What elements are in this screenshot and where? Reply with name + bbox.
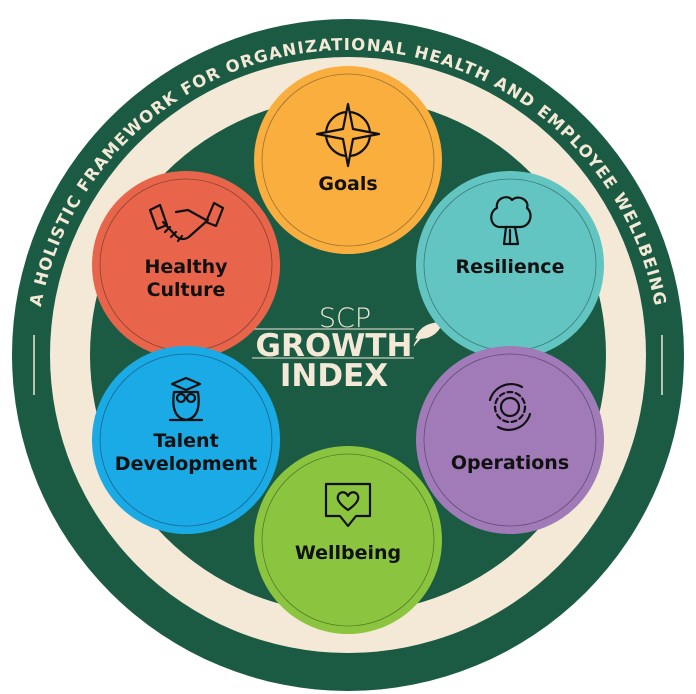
pillar-operations[interactable]: Operations [416, 346, 604, 534]
pillar-talent-development[interactable]: Talent Development [92, 346, 280, 534]
tree-icon [490, 196, 532, 246]
pillar-goals[interactable]: Goals [254, 66, 442, 254]
pillar-label: Resilience [456, 256, 565, 278]
gear-cycle-icon [488, 383, 532, 431]
pillar-wellbeing[interactable]: Wellbeing [254, 446, 442, 634]
compass-icon [315, 102, 381, 168]
heart-message-icon [324, 482, 372, 528]
center-logo: SCP GROWTH INDEX [252, 303, 443, 394]
pillar-label: Goals [318, 173, 377, 195]
pillar-label: Development [115, 453, 257, 475]
owl-icon [168, 376, 204, 422]
pillar-label: Wellbeing [295, 542, 401, 564]
handshake-icon [148, 201, 225, 243]
pillar-label: Culture [147, 279, 226, 301]
pillar-resilience[interactable]: Resilience [416, 171, 604, 359]
pillar-healthy-culture[interactable]: Healthy Culture [92, 171, 280, 359]
pillar-label: Operations [451, 452, 569, 474]
center-index: INDEX [280, 358, 388, 394]
pillar-label: Talent [153, 430, 218, 452]
pillar-label: Healthy [144, 256, 228, 278]
